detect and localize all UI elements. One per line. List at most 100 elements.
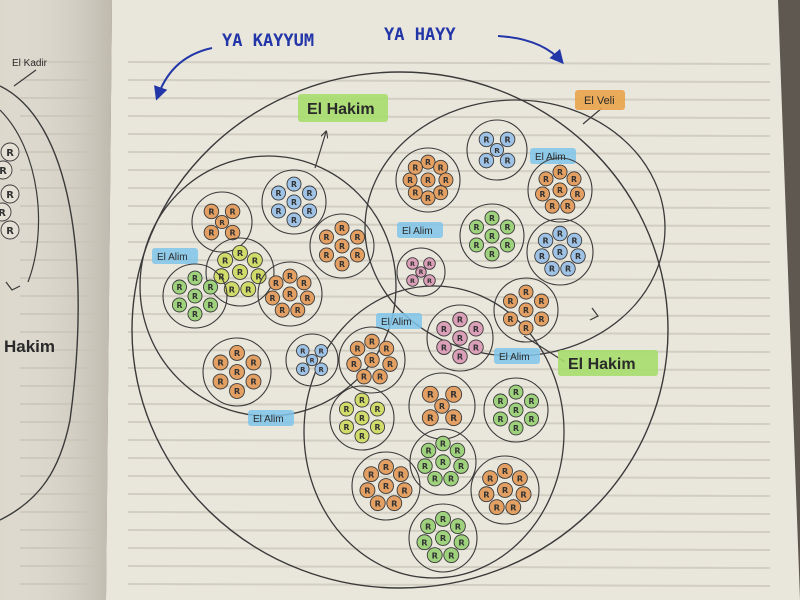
r-cell-letter: R [6, 226, 14, 237]
r-cell [265, 290, 281, 306]
r-cell [245, 354, 262, 371]
r-cell-letter: R [513, 406, 519, 415]
r-cell [356, 368, 372, 385]
r-cell [420, 518, 437, 535]
r-cell-letter: R [523, 288, 529, 297]
r-cell-letter: R [489, 232, 495, 241]
r-cell [334, 220, 350, 236]
r-cell [187, 288, 203, 304]
r-cell-letter: R [273, 279, 279, 288]
r-cell [382, 356, 398, 372]
r-cell [508, 384, 524, 400]
r-cell [296, 362, 310, 376]
r-cell [171, 297, 187, 313]
r-cell [478, 486, 495, 503]
r-cell [484, 210, 500, 226]
r-cell [500, 219, 516, 235]
r-cell [452, 311, 468, 328]
r-cell [203, 297, 219, 313]
r-cell [372, 368, 388, 385]
label-el-kadir: El Kadir [12, 58, 48, 69]
r-cell [364, 352, 380, 368]
r-cell [364, 333, 380, 350]
r-cell-letter: R [443, 176, 449, 185]
r-cell-letter: R [440, 533, 447, 543]
r-cell [224, 203, 241, 220]
r-cell-letter: R [489, 214, 495, 223]
r-cell [452, 330, 468, 346]
r-cell-letter: R [391, 498, 398, 508]
r-cell-letter: R [222, 255, 229, 265]
r-cell [350, 229, 366, 245]
r-cell [0, 202, 12, 222]
r-cell-letter: R [440, 514, 447, 524]
r-cell-letter: R [0, 208, 6, 219]
r-cell-letter: R [291, 198, 297, 207]
r-cell-letter: R [319, 366, 325, 374]
page-shadow [0, 0, 112, 600]
r-cell-letter: R [359, 432, 365, 441]
r-cell-letter: R [364, 485, 371, 495]
cluster-ring [470, 455, 540, 525]
r-cell-letter: R [483, 135, 489, 144]
cluster-ring [426, 304, 494, 372]
r-cell-letter: R [427, 277, 432, 285]
r-cell-letter: R [307, 207, 313, 216]
r-cell [359, 482, 376, 499]
r-cell-letter: R [375, 423, 381, 432]
r-cell [484, 246, 500, 262]
text-line [127, 313, 771, 317]
r-cell-letter: R [489, 250, 495, 259]
r-cell [417, 458, 433, 474]
r-cell-letter: R [440, 458, 446, 467]
text-line [127, 583, 771, 587]
r-cell [187, 270, 203, 286]
r-cell [468, 219, 484, 235]
r-cell-letter: R [549, 265, 555, 274]
r-cell [223, 281, 240, 298]
r-cell [369, 495, 386, 512]
r-cell-letter: R [412, 189, 418, 198]
r-cell-letter: R [252, 255, 259, 265]
r-cell-letter: R [287, 272, 293, 281]
r-cell [402, 172, 418, 188]
r-cell [420, 442, 437, 459]
cluster-ring [527, 157, 593, 223]
r-cell [492, 393, 508, 409]
r-cell [515, 486, 532, 503]
r-cell [286, 176, 302, 192]
r-cell-letter: R [359, 396, 365, 405]
r-cell [318, 247, 334, 263]
r-cell-letter: R [407, 176, 413, 185]
r-cell-letter: R [6, 148, 14, 159]
r-cell [499, 152, 516, 169]
r-cell-letter: R [497, 397, 503, 406]
r-cell-letter: R [217, 377, 224, 387]
r-cell-letter: R [432, 550, 439, 560]
text-line [127, 61, 771, 65]
r-cell [305, 353, 319, 367]
r-cell-letter: R [250, 358, 257, 368]
label-el-hakim-right: El Hakim [568, 356, 636, 373]
r-cell-letter: R [300, 366, 306, 374]
r-cell [354, 428, 370, 444]
r-cell [537, 232, 554, 249]
r-cell-letter: R [473, 343, 479, 352]
r-cell [0, 184, 20, 204]
r-cell-letter: R [410, 260, 415, 268]
r-cell [420, 190, 436, 206]
r-cell-letter: R [513, 388, 519, 397]
r-cell [449, 442, 466, 459]
r-cell [0, 220, 20, 240]
r-cell-letter: R [507, 297, 513, 306]
r-cell-letter: R [425, 447, 431, 456]
outer-circle [131, 71, 669, 589]
r-cell-letter: R [438, 163, 444, 172]
r-cell [435, 530, 451, 546]
cluster-ring [395, 147, 461, 213]
